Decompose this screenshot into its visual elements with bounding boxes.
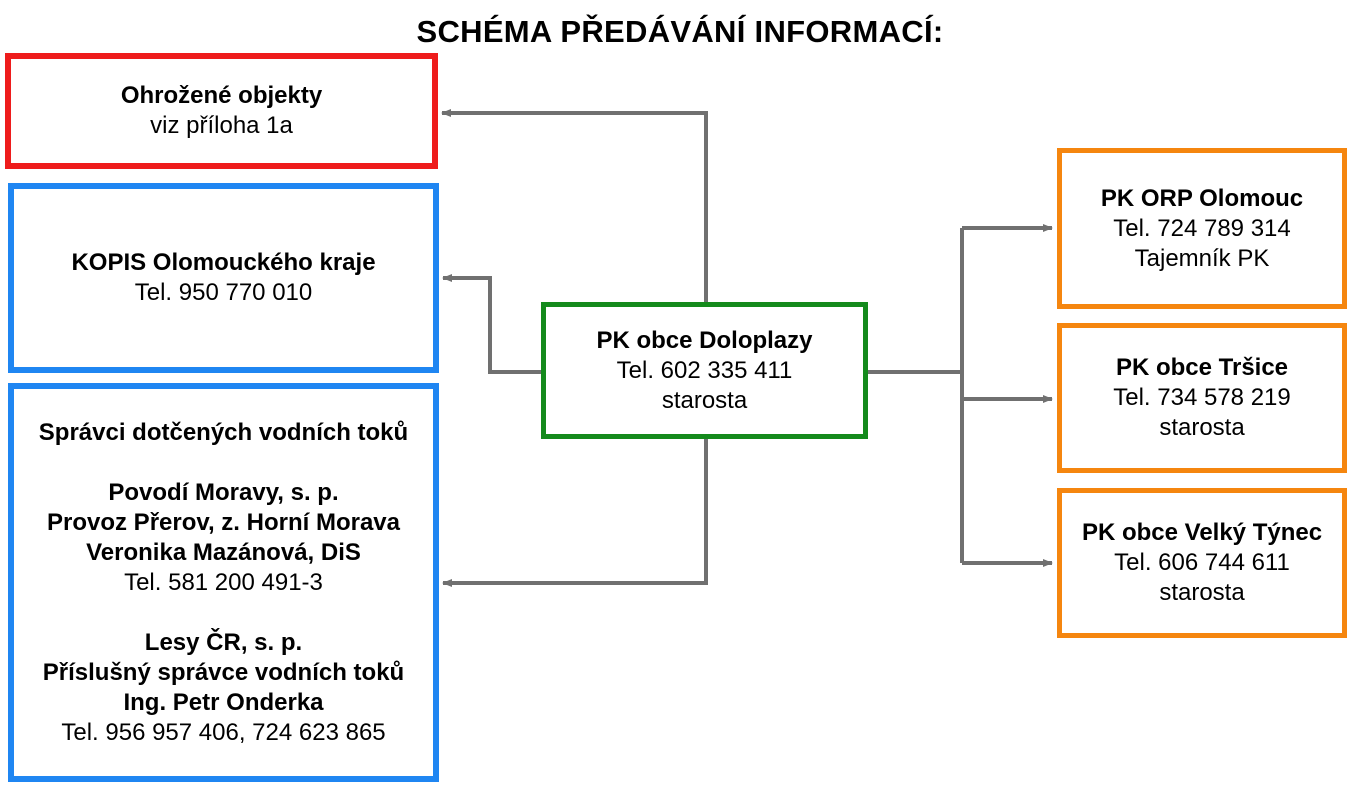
- center-box: PK obce Doloplazy Tel. 602 335 411 staro…: [541, 302, 868, 439]
- org2-name: Lesy ČR, s. p.: [144, 628, 303, 656]
- arrow-to-kopis: [442, 274, 541, 374]
- orp-box: PK ORP Olomouc Tel. 724 789 314 Tajemník…: [1057, 148, 1347, 309]
- org1-person: Veronika Mazánová, DiS: [86, 538, 361, 566]
- trsice-box: PK obce Tršice Tel. 734 578 219 starosta: [1057, 323, 1347, 473]
- orp-phone: Tel. 724 789 314: [1113, 214, 1291, 242]
- center-phone: Tel. 602 335 411: [616, 356, 793, 384]
- arrow-to-managers: [442, 439, 708, 587]
- threatened-reference: viz příloha 1a: [150, 112, 293, 139]
- org2-unit: Příslušný správce vodních toků: [42, 658, 405, 686]
- kopis-phone: Tel. 950 770 010: [134, 279, 313, 306]
- tynec-role: starosta: [1159, 579, 1245, 606]
- trsice-phone: Tel. 734 578 219: [1113, 384, 1291, 411]
- tynec-heading: PK obce Velký Týnec: [1081, 519, 1323, 546]
- tynec-box: PK obce Velký Týnec Tel. 606 744 611 sta…: [1057, 488, 1347, 638]
- kopis-heading: KOPIS Olomouckého kraje: [71, 249, 376, 276]
- center-heading: PK obce Doloplazy: [596, 326, 813, 354]
- threatened-heading: Ohrožené objekty: [120, 82, 323, 109]
- org2-phone: Tel. 956 957 406, 724 623 865: [61, 718, 386, 746]
- managers-heading: Správci dotčených vodních toků: [38, 418, 409, 446]
- threatened-objects-box: Ohrožené objekty viz příloha 1a: [5, 53, 438, 169]
- water-managers-box: Správci dotčených vodních toků Povodí Mo…: [8, 383, 439, 782]
- tynec-phone: Tel. 606 744 611: [1114, 549, 1290, 576]
- org2-person: Ing. Petr Onderka: [123, 688, 324, 716]
- org1-phone: Tel. 581 200 491-3: [124, 568, 323, 596]
- page-title: SCHÉMA PŘEDÁVÁNÍ INFORMACÍ:: [416, 14, 944, 49]
- orp-heading: PK ORP Olomouc: [1100, 184, 1304, 212]
- trsice-heading: PK obce Tršice: [1115, 354, 1289, 381]
- trsice-role: starosta: [1159, 414, 1245, 441]
- arrow-to-threatened: [441, 109, 708, 302]
- org1-unit: Provoz Přerov, z. Horní Morava: [47, 508, 400, 536]
- center-role: starosta: [661, 386, 748, 414]
- kopis-box: KOPIS Olomouckého kraje Tel. 950 770 010: [8, 183, 439, 373]
- org1-name: Povodí Moravy, s. p.: [108, 478, 339, 506]
- orp-role: Tajemník PK: [1134, 244, 1270, 272]
